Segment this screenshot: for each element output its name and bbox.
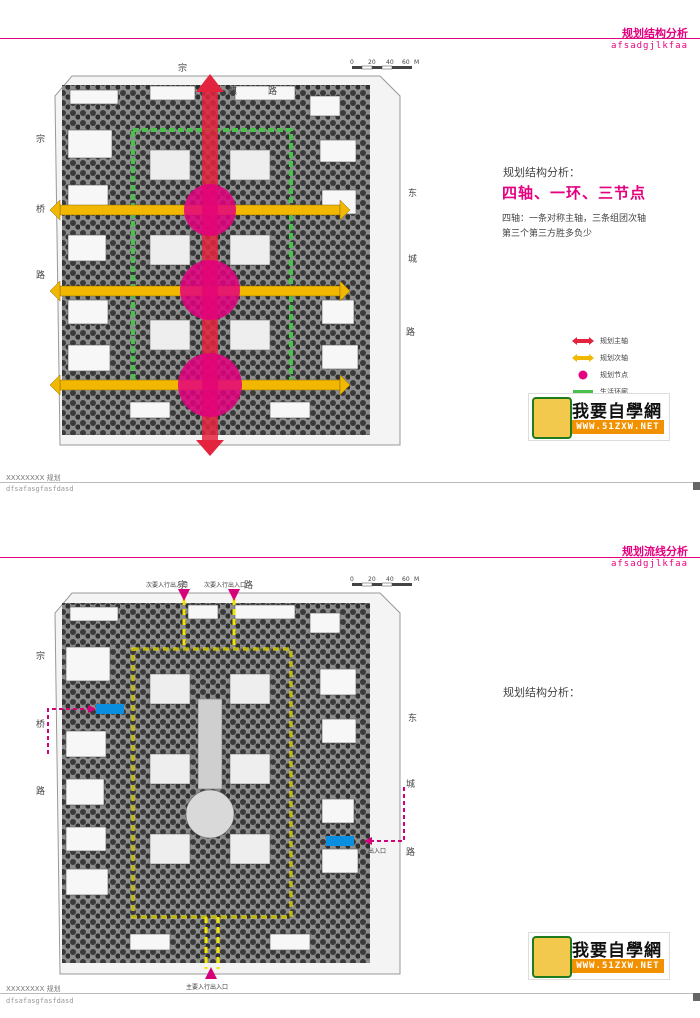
building-blocks bbox=[67, 85, 359, 419]
sheet-subtitle: afsadgjlkfaa bbox=[610, 41, 688, 51]
road-west-1: 宗 bbox=[36, 133, 45, 145]
panel-title: 规划结构分析： bbox=[503, 166, 580, 179]
road-north-2: 麒 bbox=[228, 85, 237, 97]
svg-text:40: 40 bbox=[386, 59, 394, 66]
road-east-3: 路 bbox=[406, 846, 415, 858]
legend: 规划主轴 规划次轴 规划节点 生活环廊 bbox=[572, 332, 628, 400]
svg-text:0: 0 bbox=[350, 59, 354, 66]
road-west-2: 桥 bbox=[36, 203, 45, 215]
west-entry-block bbox=[96, 704, 124, 714]
road-north-3: 路 bbox=[244, 579, 253, 591]
site-plan-structure: 宗 麒 路 宗 桥 路 东 城 路 0 20 40 60 M bbox=[36, 59, 419, 456]
panel-description: 四轴：一条对称主轴，三条组团次轴 第三个第三方胜多负少 bbox=[502, 214, 647, 239]
road-north-3: 路 bbox=[268, 85, 277, 97]
svg-text:M: M bbox=[414, 576, 419, 583]
sheet-subtitle: afsadgjlkfaa bbox=[610, 559, 688, 569]
road-east-1: 东 bbox=[408, 712, 417, 724]
east-entry-block bbox=[326, 836, 354, 846]
logo-51zxw: 我要自學網 WWW.51ZXW.NET bbox=[528, 393, 670, 441]
header-rule bbox=[0, 38, 700, 39]
sheet-title: 规划结构分析 bbox=[622, 27, 688, 40]
svg-text:60: 60 bbox=[402, 576, 410, 583]
road-east-2: 城 bbox=[408, 254, 417, 265]
legend-item-node: 规划节点 bbox=[572, 366, 628, 383]
entry-arrows bbox=[178, 589, 240, 979]
footer-project: XXXXXXXX 规划 bbox=[6, 985, 61, 993]
svg-text:20: 20 bbox=[368, 576, 376, 583]
plan-sheet-structure: 规划结构分析 afsadgjlkfaa bbox=[0, 27, 700, 493]
page-corner-mark bbox=[693, 993, 700, 1001]
panel-title: 规划结构分析： bbox=[503, 686, 580, 699]
building-blocks bbox=[65, 604, 359, 951]
central-plaza bbox=[185, 789, 235, 839]
footer-rule bbox=[0, 993, 700, 994]
legend-item-main-axis: 规划主轴 bbox=[572, 332, 628, 349]
footer-rule bbox=[0, 482, 700, 483]
logo-icon bbox=[532, 936, 572, 978]
road-west-2: 桥 bbox=[36, 718, 45, 730]
logo-icon bbox=[532, 397, 572, 439]
road-north-1: 宗 bbox=[178, 579, 187, 591]
page-corner-mark bbox=[693, 482, 700, 490]
road-west-3: 路 bbox=[36, 269, 45, 281]
road-east-2: 城 bbox=[406, 779, 415, 790]
logo-51zxw: 我要自學網 WWW.51ZXW.NET bbox=[528, 932, 670, 980]
road-west-1: 宗 bbox=[36, 650, 45, 662]
svg-text:0: 0 bbox=[350, 576, 354, 583]
panel-headline: 四轴、一环、三节点 bbox=[502, 184, 647, 202]
road-east-1: 东 bbox=[408, 187, 417, 199]
road-north-1: 宗 bbox=[178, 62, 187, 74]
header-rule bbox=[0, 557, 700, 558]
svg-text:M: M bbox=[414, 59, 419, 66]
scale-bar: 0 20 40 60 M bbox=[350, 59, 419, 70]
gate-north-2-label: 次要入行出入口 bbox=[204, 581, 246, 589]
svg-text:40: 40 bbox=[386, 576, 394, 583]
footer-code: dfsafasgfasfdasd bbox=[6, 997, 74, 1005]
road-west-3: 路 bbox=[36, 785, 45, 797]
footer-project: XXXXXXXX 规划 bbox=[6, 474, 61, 482]
road-east-3: 路 bbox=[406, 326, 415, 338]
gate-south-label: 主要入行出入口 bbox=[186, 983, 228, 991]
plan-nodes bbox=[178, 184, 242, 417]
sheet-title: 规划流线分析 bbox=[622, 545, 688, 558]
site-plan-circulation: 次要入行出入口 次要入行出入口 主要入行出入口 出入口 宗 路 宗 桥 路 东 … bbox=[36, 576, 419, 991]
svg-text:20: 20 bbox=[368, 59, 376, 66]
scale-bar: 0 20 40 60 M bbox=[350, 576, 419, 587]
legend-item-loop: 生活环廊 bbox=[572, 383, 628, 400]
svg-text:60: 60 bbox=[402, 59, 410, 66]
legend-item-secondary-axis: 规划次轴 bbox=[572, 349, 628, 366]
footer-code: dfsafasgfasfdasd bbox=[6, 485, 74, 493]
plan-sheet-circulation: 规划流线分析 afsadgjlkfaa bbox=[0, 509, 700, 1018]
gate-north-1-label: 次要入行出入口 bbox=[146, 581, 188, 589]
gate-east-label: 出入口 bbox=[368, 847, 386, 855]
